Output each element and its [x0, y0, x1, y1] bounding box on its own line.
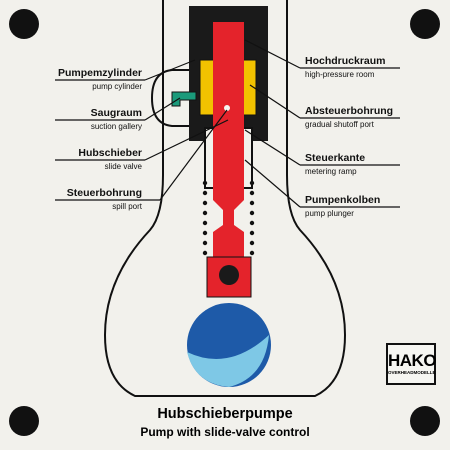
tappet-roller: [219, 265, 239, 285]
label-metering-ramp: Steuerkante metering ramp: [305, 153, 365, 176]
pump-plunger: [213, 22, 244, 268]
label-title: Saugraum: [90, 107, 142, 119]
label-subtitle: gradual shutoff port: [305, 119, 374, 129]
label-subtitle: high-pressure room: [305, 69, 375, 79]
label-gradual-shutoff-port: Absteuerbohrung gradual shutoff port: [305, 106, 393, 129]
label-high-pressure-room: Hochdruckraum high-pressure room: [305, 56, 386, 79]
label-title: Hochdruckraum: [305, 55, 386, 67]
return-spring: [202, 180, 255, 256]
label-subtitle: metering ramp: [305, 166, 357, 176]
label-title: Hubschieber: [78, 147, 142, 159]
label-subtitle: pump plunger: [305, 208, 354, 218]
label-title: Pumpenkolben: [305, 194, 381, 206]
label-title: Steuerkante: [305, 152, 366, 164]
mounting-hole-icon: [9, 406, 39, 436]
pump-housing-outline: [103, 0, 347, 397]
diagram-subtitle: Pump with slide-valve control: [140, 425, 310, 439]
logo-tagline: OVERHEADMODELLE: [388, 370, 436, 375]
camshaft-cam-light: [187, 335, 269, 387]
mounting-hole-icon: [410, 406, 440, 436]
diagram-title: Hubschieberpumpe: [157, 406, 293, 422]
label-spill-port: Steuerbohrung spill port: [0, 188, 142, 211]
leader-lines: [55, 39, 400, 208]
label-subtitle: pump cylinder: [92, 81, 142, 91]
spill-port-hole: [224, 105, 230, 111]
label-subtitle: suction gallery: [90, 121, 142, 131]
label-slide-valve: Hubschieber slide valve: [0, 148, 142, 171]
label-subtitle: slide valve: [104, 161, 142, 171]
mounting-hole-icon: [9, 9, 39, 39]
hako-logo: HAKO OVERHEADMODELLE: [386, 343, 437, 385]
mounting-hole-icon: [410, 9, 440, 39]
label-subtitle: spill port: [112, 201, 142, 211]
label-title: Steuerbohrung: [66, 187, 142, 199]
label-pump-plunger: Pumpenkolben pump plunger: [305, 195, 380, 218]
label-pump-cylinder: Pumpemzylinder pump cylinder: [0, 68, 142, 91]
logo-wordmark: HAKO: [388, 351, 437, 370]
label-title: Absteuerbohrung: [305, 105, 394, 117]
label-suction-gallery: Saugraum suction gallery: [0, 108, 142, 131]
suction-gallery: [171, 91, 197, 107]
label-title: Pumpemzylinder: [57, 67, 142, 79]
